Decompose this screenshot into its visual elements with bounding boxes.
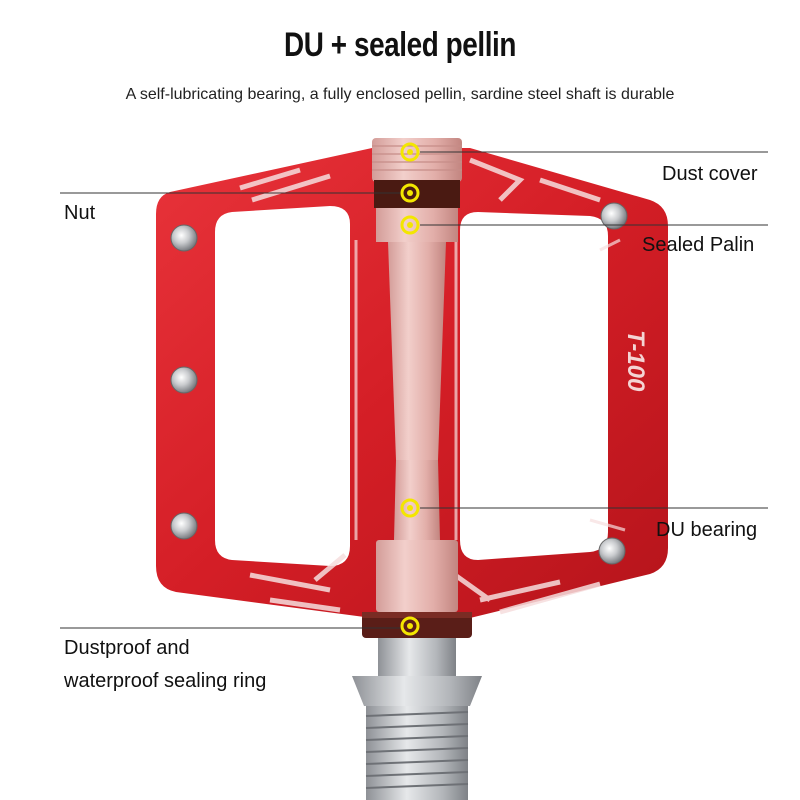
callout-sealing-ring-line1: Dustproof and [64, 637, 190, 659]
page-title: DU + sealed pellin [283, 26, 517, 64]
leader-lines [60, 151, 768, 629]
spindle-thread [352, 638, 482, 800]
marker-dust-cover-icon [400, 142, 420, 162]
axle [362, 138, 472, 638]
callout-nut: Nut [64, 202, 96, 224]
pedal-marking: T-100 [622, 330, 649, 392]
marker-sealed-palin-icon [400, 215, 420, 235]
callout-sealed-palin: Sealed Palin [642, 234, 755, 256]
callout-sealing-ring-line2: waterproof sealing ring [64, 670, 267, 692]
callout-dust-cover: Dust cover [662, 163, 758, 185]
bolt-icon [170, 202, 628, 565]
page-subtitle: A self-lubricating bearing, a fully encl… [125, 86, 675, 103]
marker-du-bearing-icon [400, 498, 420, 518]
callout-du-bearing: DU bearing [656, 519, 758, 541]
marker-sealing-ring-icon [400, 616, 420, 636]
marker-nut-icon [400, 183, 420, 203]
